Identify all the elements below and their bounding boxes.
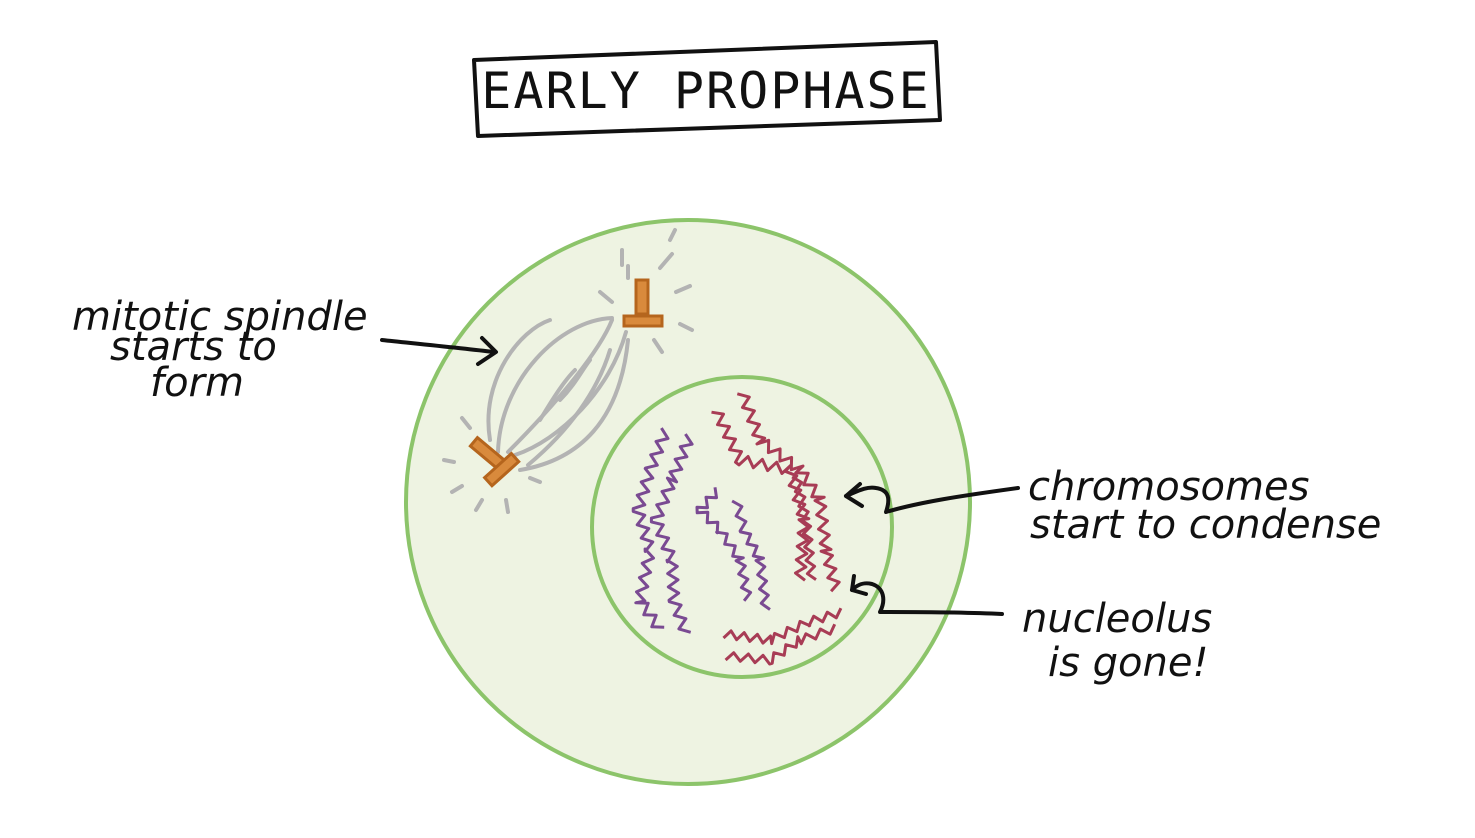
title-box: EARLY PROPHASE: [472, 40, 942, 138]
nucleolus-label-line-1: nucleolus: [1022, 596, 1212, 642]
chromosome-purple-3: [695, 487, 753, 602]
chromosome-red-2: [736, 392, 841, 593]
spindle-fibers: [442, 228, 694, 514]
chromosome-red-4: [722, 607, 843, 646]
chromosome-purple-2: [649, 433, 694, 634]
chromosome-purple-1: [631, 427, 670, 629]
arrows: [380, 336, 1020, 616]
chromosome-red-3: [791, 475, 817, 581]
cell: [404, 218, 972, 786]
chromosome-purple-4: [731, 499, 771, 611]
chromosome-red-5: [724, 623, 837, 666]
centrosome-top: [622, 278, 664, 328]
chromosome-arrow: [844, 485, 1020, 514]
spindle-label-line-3: form: [150, 360, 244, 406]
spindle-arrow: [380, 338, 496, 354]
centrosome-bottom: [468, 435, 521, 488]
chromosome-label-line-1: chromosomes: [1028, 464, 1309, 510]
chromosome-arrowhead: [844, 482, 864, 508]
nucleolus-arrowhead: [850, 574, 868, 596]
nucleolus-label-line-2: is gone!: [1048, 640, 1209, 686]
nucleolus-label: nucleolus is gone!: [1022, 596, 1212, 686]
chromosome-label: chromosomes start to condense: [1028, 464, 1381, 548]
chromosome-red-1: [711, 410, 811, 582]
title-frame: [472, 40, 942, 138]
nucleolus-arrow: [850, 581, 1004, 616]
spindle-arrowhead: [476, 336, 498, 366]
spindle-label: mitotic spindle starts to form: [72, 294, 368, 406]
spindle-label-line-2: starts to: [110, 324, 277, 370]
spindle-label-line-1: mitotic spindle: [72, 294, 368, 340]
page-title: EARLY PROPHASE: [481, 62, 930, 120]
chromosomes: [631, 392, 843, 666]
chromosome-label-line-2: start to condense: [1030, 502, 1381, 548]
